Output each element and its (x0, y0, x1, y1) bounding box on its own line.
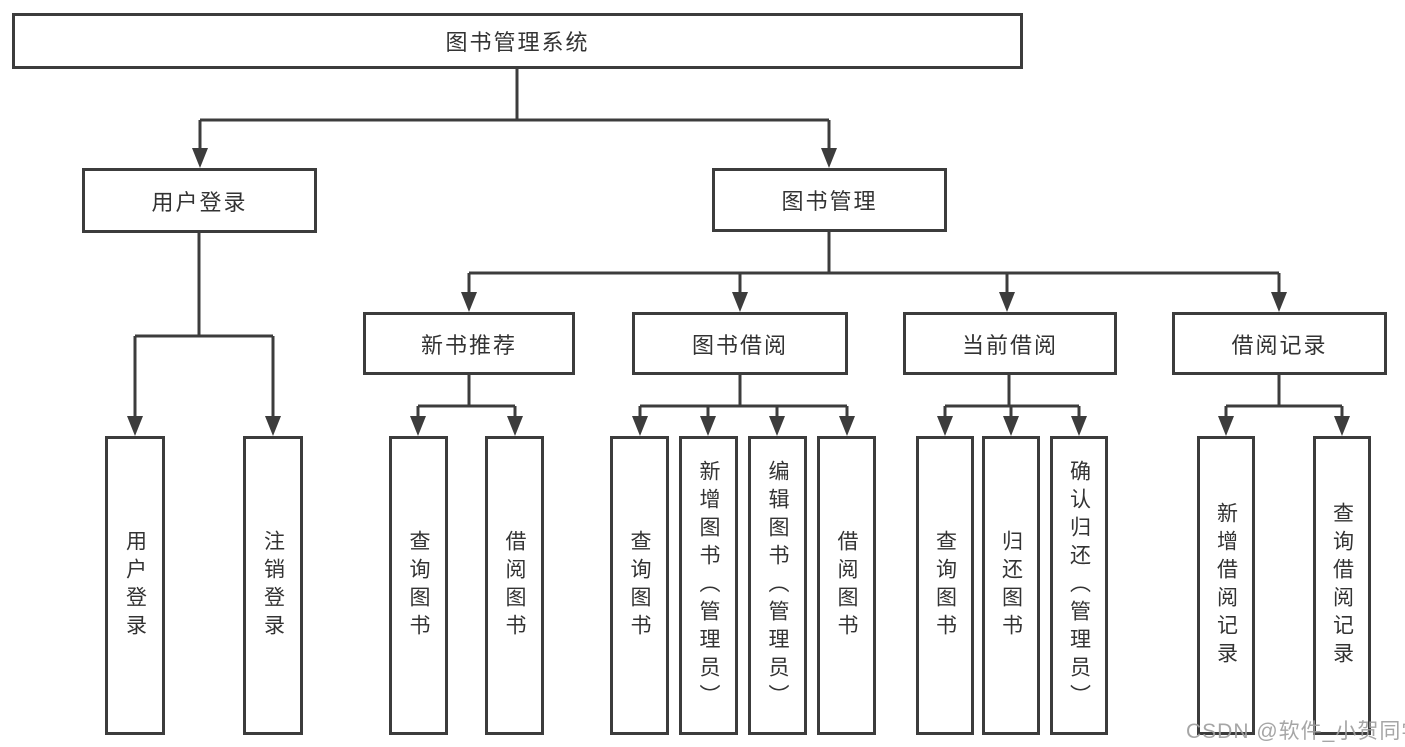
csdn-watermark: CSDN @软件_小贺同学 (1186, 720, 1405, 743)
leaf-current-confirm-return-admin: 确认归还（管理员） (1050, 436, 1108, 735)
leaf-borrow-query-books: 查询图书 (610, 436, 669, 735)
leaf-newbook-borrow-books: 借阅图书 (485, 436, 544, 735)
leaf-current-return-books: 归还图书 (982, 436, 1040, 735)
node-root-system: 图书管理系统 (12, 13, 1023, 69)
leaf-current-query-books: 查询图书 (916, 436, 974, 735)
node-book-management: 图书管理 (712, 168, 947, 232)
node-new-book-recommend: 新书推荐 (363, 312, 575, 375)
leaf-borrow-add-books-admin: 新增图书（管理员） (679, 436, 738, 735)
leaf-borrow-borrow-books: 借阅图书 (817, 436, 876, 735)
node-borrow-record: 借阅记录 (1172, 312, 1387, 375)
leaf-logout: 注销登录 (243, 436, 303, 735)
node-current-borrow: 当前借阅 (903, 312, 1117, 375)
node-user-login: 用户登录 (82, 168, 317, 233)
leaf-record-query-borrow-record: 查询借阅记录 (1313, 436, 1371, 735)
leaf-borrow-edit-books-admin: 编辑图书（管理员） (748, 436, 807, 735)
arrowheads (127, 148, 1350, 436)
leaf-user-login: 用户登录 (105, 436, 165, 735)
leaf-record-add-borrow-record: 新增借阅记录 (1197, 436, 1255, 735)
node-book-borrow: 图书借阅 (632, 312, 848, 375)
leaf-newbook-query-books: 查询图书 (389, 436, 448, 735)
